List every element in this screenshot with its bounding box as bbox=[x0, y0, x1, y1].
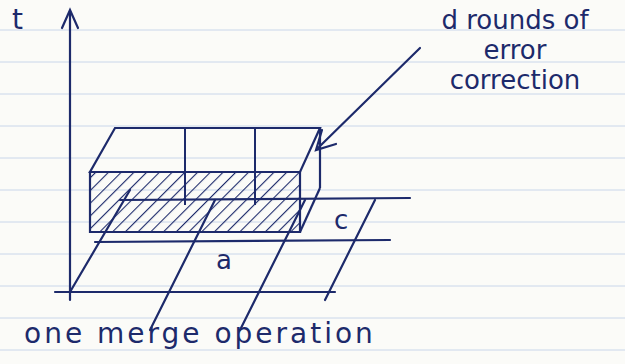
caption-note: one merge operation bbox=[24, 318, 494, 350]
error-correction-block bbox=[90, 128, 320, 232]
top-face bbox=[90, 128, 320, 172]
grid-line bbox=[55, 291, 335, 293]
block-edge bbox=[254, 128, 256, 205]
grid-line bbox=[95, 240, 390, 242]
block-edge bbox=[184, 128, 186, 205]
callout-arrow bbox=[316, 48, 420, 150]
dimension-label: c bbox=[334, 206, 348, 236]
axis-arrowhead bbox=[62, 10, 78, 28]
axes-and-grid bbox=[55, 10, 410, 330]
time-axis bbox=[69, 12, 71, 300]
leader-arrowhead bbox=[316, 130, 336, 150]
callout-note: d rounds of error correction bbox=[430, 6, 600, 96]
leader-line bbox=[318, 48, 420, 148]
dimension-label: a bbox=[216, 246, 232, 276]
side-edge bbox=[300, 188, 320, 232]
grid-line bbox=[325, 200, 375, 300]
hatched-front-face bbox=[90, 172, 300, 232]
axis-label: t bbox=[12, 4, 23, 36]
